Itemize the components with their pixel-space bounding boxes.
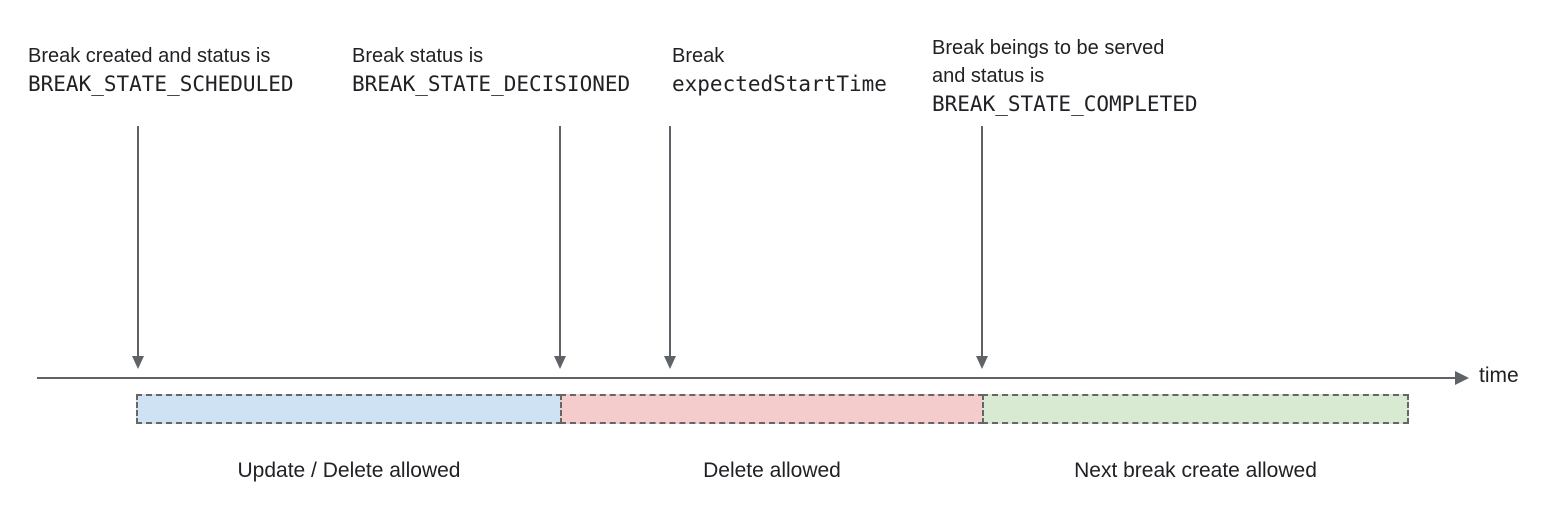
- annotation-text: Break: [672, 45, 725, 67]
- annotation-text: Break beings to be served: [932, 37, 1165, 59]
- annotation-text: and status is: [932, 65, 1045, 87]
- annotation-break-decisioned: Break status is BREAK_STATE_DECISIONED: [352, 42, 630, 98]
- down-arrow-1-head-icon: [132, 356, 144, 369]
- annotation-code: expectedStartTime: [672, 72, 887, 96]
- segment-label-delete: Delete allowed: [703, 459, 841, 482]
- time-axis-arrowhead-icon: [1455, 371, 1469, 385]
- annotation-text: Break status is: [352, 45, 484, 67]
- down-arrow-2-icon: [559, 126, 561, 356]
- segment-next-break-create-allowed: [982, 394, 1409, 424]
- annotation-text: Break created and status is: [28, 45, 271, 67]
- down-arrow-1-icon: [137, 126, 139, 356]
- segment-label-next-create: Next break create allowed: [1074, 459, 1317, 482]
- segment-update-delete-allowed: [136, 394, 562, 424]
- time-axis-line: [37, 377, 1457, 379]
- time-axis-label: time: [1479, 364, 1519, 387]
- annotation-code: BREAK_STATE_DECISIONED: [352, 72, 631, 96]
- segment-label-update-delete: Update / Delete allowed: [237, 459, 461, 482]
- annotation-code: BREAK_STATE_SCHEDULED: [28, 72, 294, 96]
- down-arrow-2-head-icon: [554, 356, 566, 369]
- down-arrow-4-icon: [981, 126, 983, 356]
- annotation-break-expected-start-time: Break expectedStartTime: [672, 42, 887, 98]
- down-arrow-3-head-icon: [664, 356, 676, 369]
- annotation-code: BREAK_STATE_COMPLETED: [932, 92, 1198, 116]
- annotation-break-scheduled: Break created and status is BREAK_STATE_…: [28, 42, 294, 98]
- down-arrow-4-head-icon: [976, 356, 988, 369]
- segment-delete-allowed: [560, 394, 984, 424]
- annotation-break-completed: Break beings to be served and status is …: [932, 34, 1198, 118]
- down-arrow-3-icon: [669, 126, 671, 356]
